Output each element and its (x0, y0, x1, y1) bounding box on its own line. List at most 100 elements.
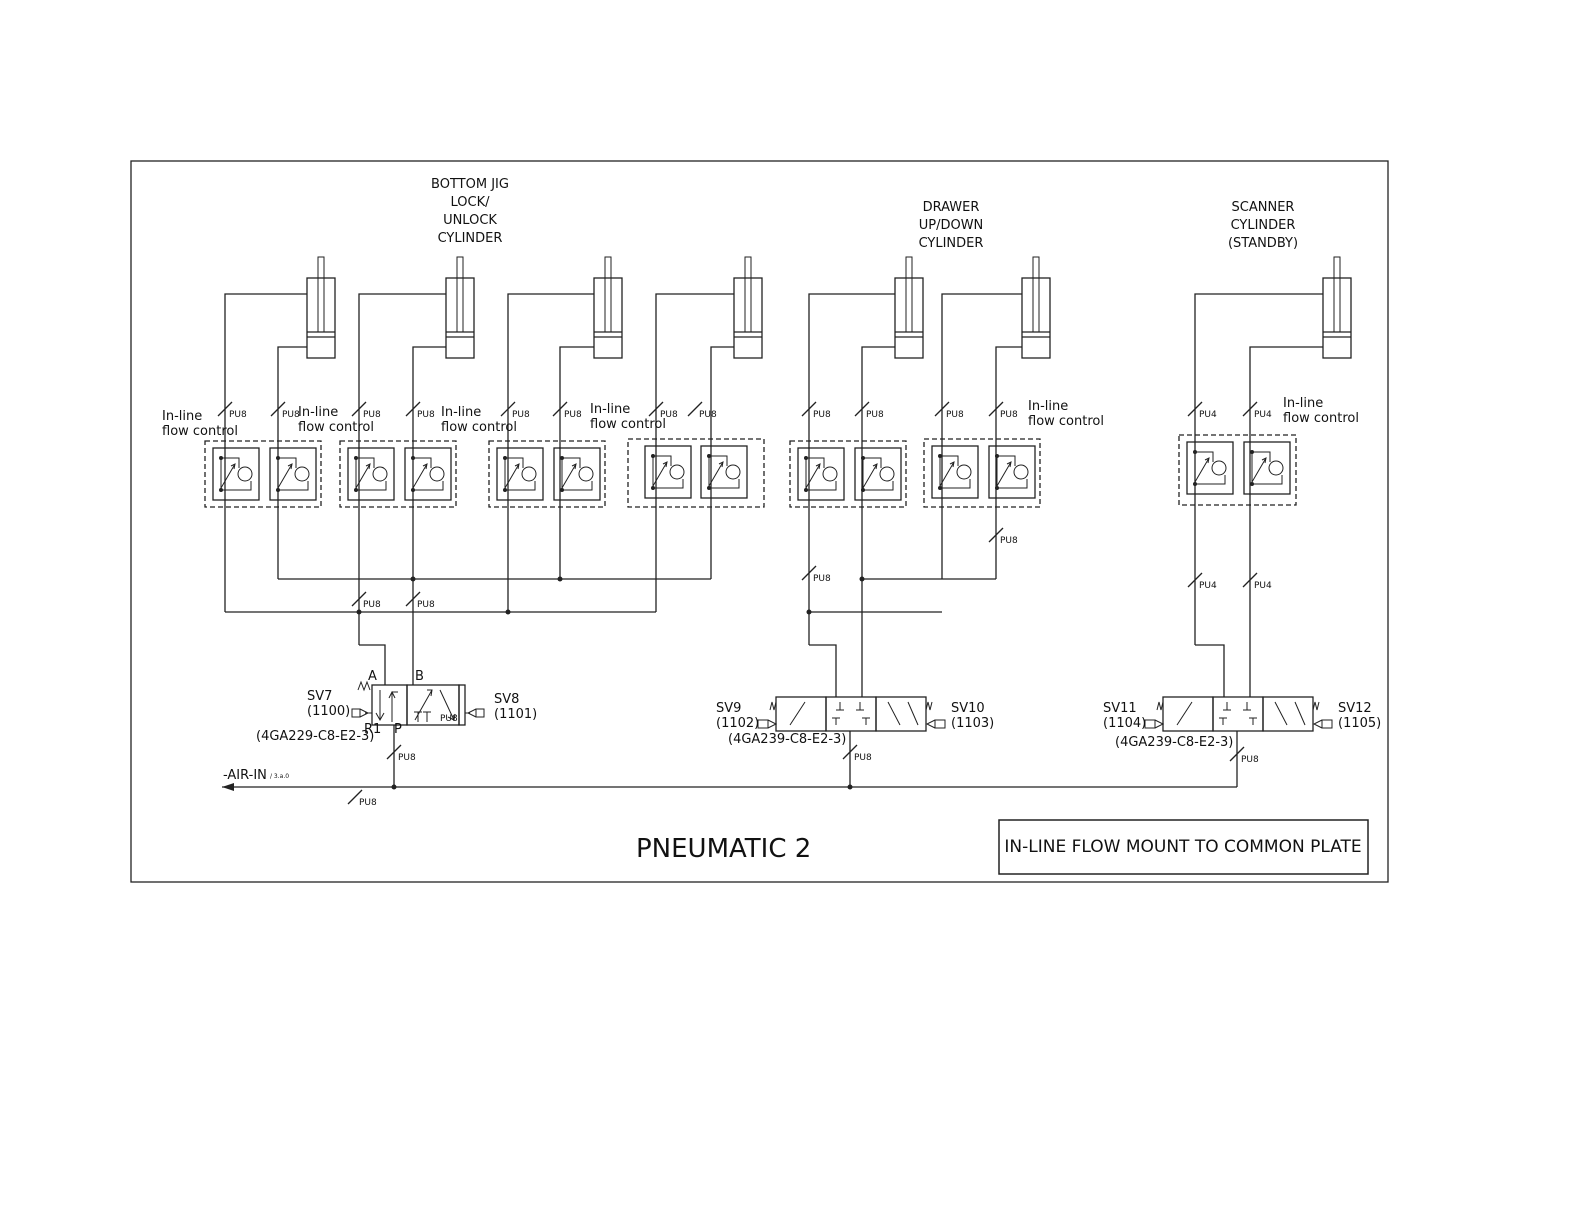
cylinder-6 (1021, 256, 1051, 359)
pipe-lines (224, 293, 1323, 787)
pipe-line-4 (412, 346, 446, 685)
cylinder-5 (894, 256, 924, 359)
sv11-code: (1104) (1103, 716, 1146, 731)
flow-controls (204, 434, 1297, 508)
pipe-line-12 (808, 293, 895, 645)
cylinder-4 (733, 256, 763, 359)
junction-dot-3 (505, 609, 511, 615)
svg-text:PU8: PU8 (417, 600, 435, 610)
flow-control-block-3 (488, 440, 606, 508)
svg-text:PU8: PU8 (1241, 755, 1259, 765)
svg-text:PU8: PU8 (359, 798, 377, 808)
tube-marker-14: PU4 (1242, 401, 1272, 420)
junction-dot-6 (859, 576, 865, 582)
cylinder-3 (593, 256, 623, 359)
pipe-line-6 (559, 346, 594, 579)
fc-label-3b: flow control (441, 420, 517, 435)
svg-text:PU8: PU8 (282, 410, 300, 420)
note-box (998, 819, 1369, 875)
sv9-code: (1102) (716, 716, 759, 731)
svg-text:PU8: PU8 (398, 753, 416, 763)
fc-label-1a: In-line (162, 409, 202, 424)
sv9-name: SV9 (716, 701, 741, 716)
tube-marker-19: PU4 (1187, 572, 1217, 591)
tube-marker-4: PU8 (405, 401, 435, 420)
tube-marker-8: PU8 (687, 401, 717, 420)
port-p-label: P (394, 722, 402, 737)
svg-text:PU8: PU8 (1000, 410, 1018, 420)
scanner-label-3: (STANDBY) (1228, 236, 1298, 251)
tube-marker-5: PU8 (500, 401, 530, 420)
sv11-model: (4GA239-C8-E2-3) (1115, 735, 1233, 750)
junction-dot-5 (806, 609, 812, 615)
svg-text:PU8: PU8 (946, 410, 964, 420)
valve-sv7-sv8: A B R1 P PU8 SV7 (1100) SV8 (1101) (4GA2… (256, 669, 537, 744)
tube-marker-18: PU8 (988, 527, 1018, 546)
svg-text:PU8: PU8 (660, 410, 678, 420)
svg-text:PU8: PU8 (564, 410, 582, 420)
tube-marker-15: PU8 (351, 591, 381, 610)
sv8-name: SV8 (494, 692, 519, 707)
tube-marker-21: PU8 (386, 744, 416, 763)
pipe-line-3 (358, 293, 446, 645)
sv7-name: SV7 (307, 689, 332, 704)
air-in-ref: / 3.a.0 (270, 773, 289, 780)
bottom-jig-label-4: CYLINDER (438, 231, 503, 246)
flow-control-block-1 (204, 440, 322, 508)
svg-text:PU4: PU4 (1254, 581, 1272, 591)
fc-label-1b: flow control (162, 424, 238, 439)
tube-marker-24: PU8 (347, 789, 377, 808)
svg-text:PU8: PU8 (854, 753, 872, 763)
drawing-frame (130, 160, 1389, 883)
cylinder-1 (306, 256, 336, 359)
air-inlet: -AIR-IN / 3.a.0 (222, 768, 1237, 791)
fc-label-4a: In-line (590, 402, 630, 417)
fc-label-3a: In-line (441, 405, 481, 420)
fc-label-5a: In-line (1028, 399, 1068, 414)
port-r1-label: R1 (364, 722, 381, 737)
junction-dot-4 (557, 576, 563, 582)
bottom-jig-label-3: UNLOCK (443, 213, 497, 228)
tube-marker-7: PU8 (648, 401, 678, 420)
svg-text:PU8: PU8 (813, 574, 831, 584)
cylinder-7 (1322, 256, 1352, 359)
junction-dot-2 (410, 576, 416, 582)
bottom-jig-label-2: LOCK/ (451, 195, 491, 210)
tube-marker-22: PU8 (842, 744, 872, 763)
fc-label-4b: flow control (590, 417, 666, 432)
note-text: IN-LINE FLOW MOUNT TO COMMON PLATE (1004, 837, 1361, 857)
tube-marker-2: PU8 (270, 401, 300, 420)
sv12-name: SV12 (1338, 701, 1372, 716)
pipe-line-15 (995, 346, 1022, 579)
pipe-line-2 (277, 346, 307, 579)
sv7-code: (1100) (307, 704, 350, 719)
svg-text:PU8: PU8 (1000, 536, 1018, 546)
svg-text:PU8: PU8 (866, 410, 884, 420)
svg-text:PU8: PU8 (363, 600, 381, 610)
scanner-label-2: CYLINDER (1231, 218, 1296, 233)
valve-sv9-sv10: SV9 (1102) SV10 (1103) (4GA239-C8-E2-3) (716, 696, 994, 747)
port-a-label: A (368, 669, 377, 684)
pipe-line-14 (941, 293, 1022, 579)
tube-marker-1: PU8 (217, 401, 247, 420)
flow-control-block-4 (627, 438, 765, 508)
tube-marker-20: PU4 (1242, 572, 1272, 591)
tube-marker-17: PU8 (801, 565, 831, 584)
valve-sv11-sv12: SV11 (1104) SV12 (1105) (4GA239-C8-E2-3) (1103, 696, 1381, 750)
junction-dot-1 (356, 609, 362, 615)
pipe-line-11 (359, 644, 386, 685)
cylinders (306, 256, 1352, 359)
svg-text:PU8: PU8 (512, 410, 530, 420)
pipe-line-18 (809, 644, 837, 697)
tube-marker-16: PU8 (405, 591, 435, 610)
sv10-code: (1103) (951, 716, 994, 731)
tube-marker-10: PU8 (854, 401, 884, 420)
pipe-line-19 (1194, 293, 1323, 645)
bottom-jig-label-1: BOTTOM JIG (431, 177, 509, 192)
flow-control-block-6 (923, 438, 1041, 508)
tube-marker-12: PU8 (988, 401, 1018, 420)
svg-text:PU4: PU4 (1254, 410, 1272, 420)
pipe-line-13 (861, 346, 895, 697)
